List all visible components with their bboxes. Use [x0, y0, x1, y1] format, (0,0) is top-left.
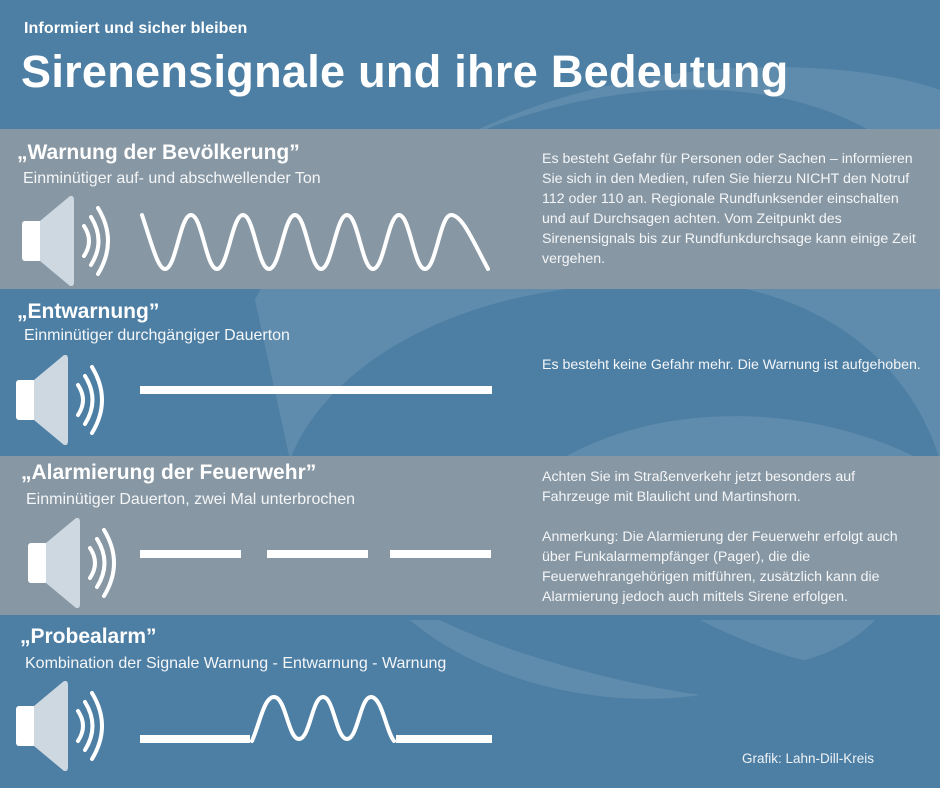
description-note: Anmerkung: Die Alarmierung der Feuerwehr… [542, 529, 898, 605]
dashed-line-pattern [140, 550, 491, 558]
signal-title: „Warnung der Bevölkerung” [17, 141, 300, 164]
signal-test-alarm-section: „Probealarm” Kombination der Signale War… [0, 615, 940, 788]
sine-wave-pattern [140, 212, 490, 272]
speaker-icon [22, 196, 110, 286]
signal-subtitle: Einminütiger Dauerton, zwei Mal unterbro… [26, 491, 356, 508]
signal-description: Es besteht Gefahr für Personen oder Sach… [542, 149, 922, 269]
description-paragraph: Es besteht Gefahr für Personen oder Sach… [542, 151, 916, 267]
header-subtitle: Informiert und sicher bleiben [24, 20, 248, 37]
signal-subtitle: Einminütiger durchgängiger Dauerton [24, 327, 290, 344]
signal-description: Es besteht keine Gefahr mehr. Die Warnun… [542, 355, 922, 375]
signal-title: „Probealarm” [20, 625, 157, 648]
speaker-icon [16, 681, 104, 771]
speaker-icon [28, 518, 116, 608]
signal-fire-brigade-section: „Alarmierung der Feuerwehr” Einminütiger… [0, 456, 940, 615]
signal-subtitle: Einminütiger auf- und abschwellender Ton [23, 170, 321, 187]
signal-title: „Entwarnung” [17, 300, 160, 323]
signal-subtitle: Kombination der Signale Warnung - Entwar… [25, 655, 447, 672]
signal-all-clear-section: „Entwarnung” Einminütiger durchgängiger … [0, 289, 940, 456]
line-wave-line-pattern [140, 694, 492, 743]
signal-title: „Alarmierung der Feuerwehr” [21, 461, 317, 484]
page-title: Sirenensignale und ihre Bedeutung [21, 46, 789, 97]
description-paragraph: Achten Sie im Straßenverkehr jetzt beson… [542, 469, 856, 505]
description-paragraph: Es besteht keine Gefahr mehr. Die Warnun… [542, 357, 921, 373]
signal-warning-section: „Warnung der Bevölkerung” Einminütiger a… [0, 129, 940, 289]
continuous-line-pattern [140, 386, 492, 394]
graphic-credit: Grafik: Lahn-Dill-Kreis [742, 751, 875, 766]
speaker-icon [16, 355, 104, 445]
signal-description: Achten Sie im Straßenverkehr jetzt beson… [542, 467, 922, 607]
